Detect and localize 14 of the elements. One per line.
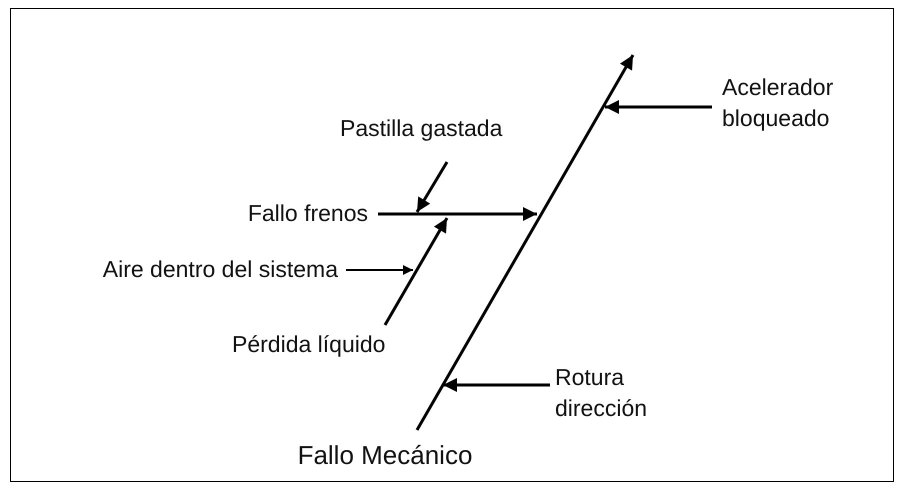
arrow bbox=[416, 161, 448, 213]
arrow bbox=[346, 265, 413, 275]
effect-label: Fallo Mecánico bbox=[280, 440, 490, 471]
cause-label: Pérdida líquido bbox=[232, 329, 447, 360]
cause-label: Pastilla gastada bbox=[340, 113, 560, 144]
arrow bbox=[378, 207, 537, 221]
cause-label: Aire dentro del sistema bbox=[20, 254, 338, 285]
arrow bbox=[605, 100, 712, 114]
arrow bbox=[384, 217, 448, 326]
spine-arrow bbox=[416, 54, 634, 431]
cause-label: Acelerador bloqueado bbox=[722, 72, 872, 134]
arrow bbox=[443, 378, 550, 392]
cause-label: Rotura dirección bbox=[555, 362, 685, 424]
cause-label: Fallo frenos bbox=[200, 198, 368, 229]
